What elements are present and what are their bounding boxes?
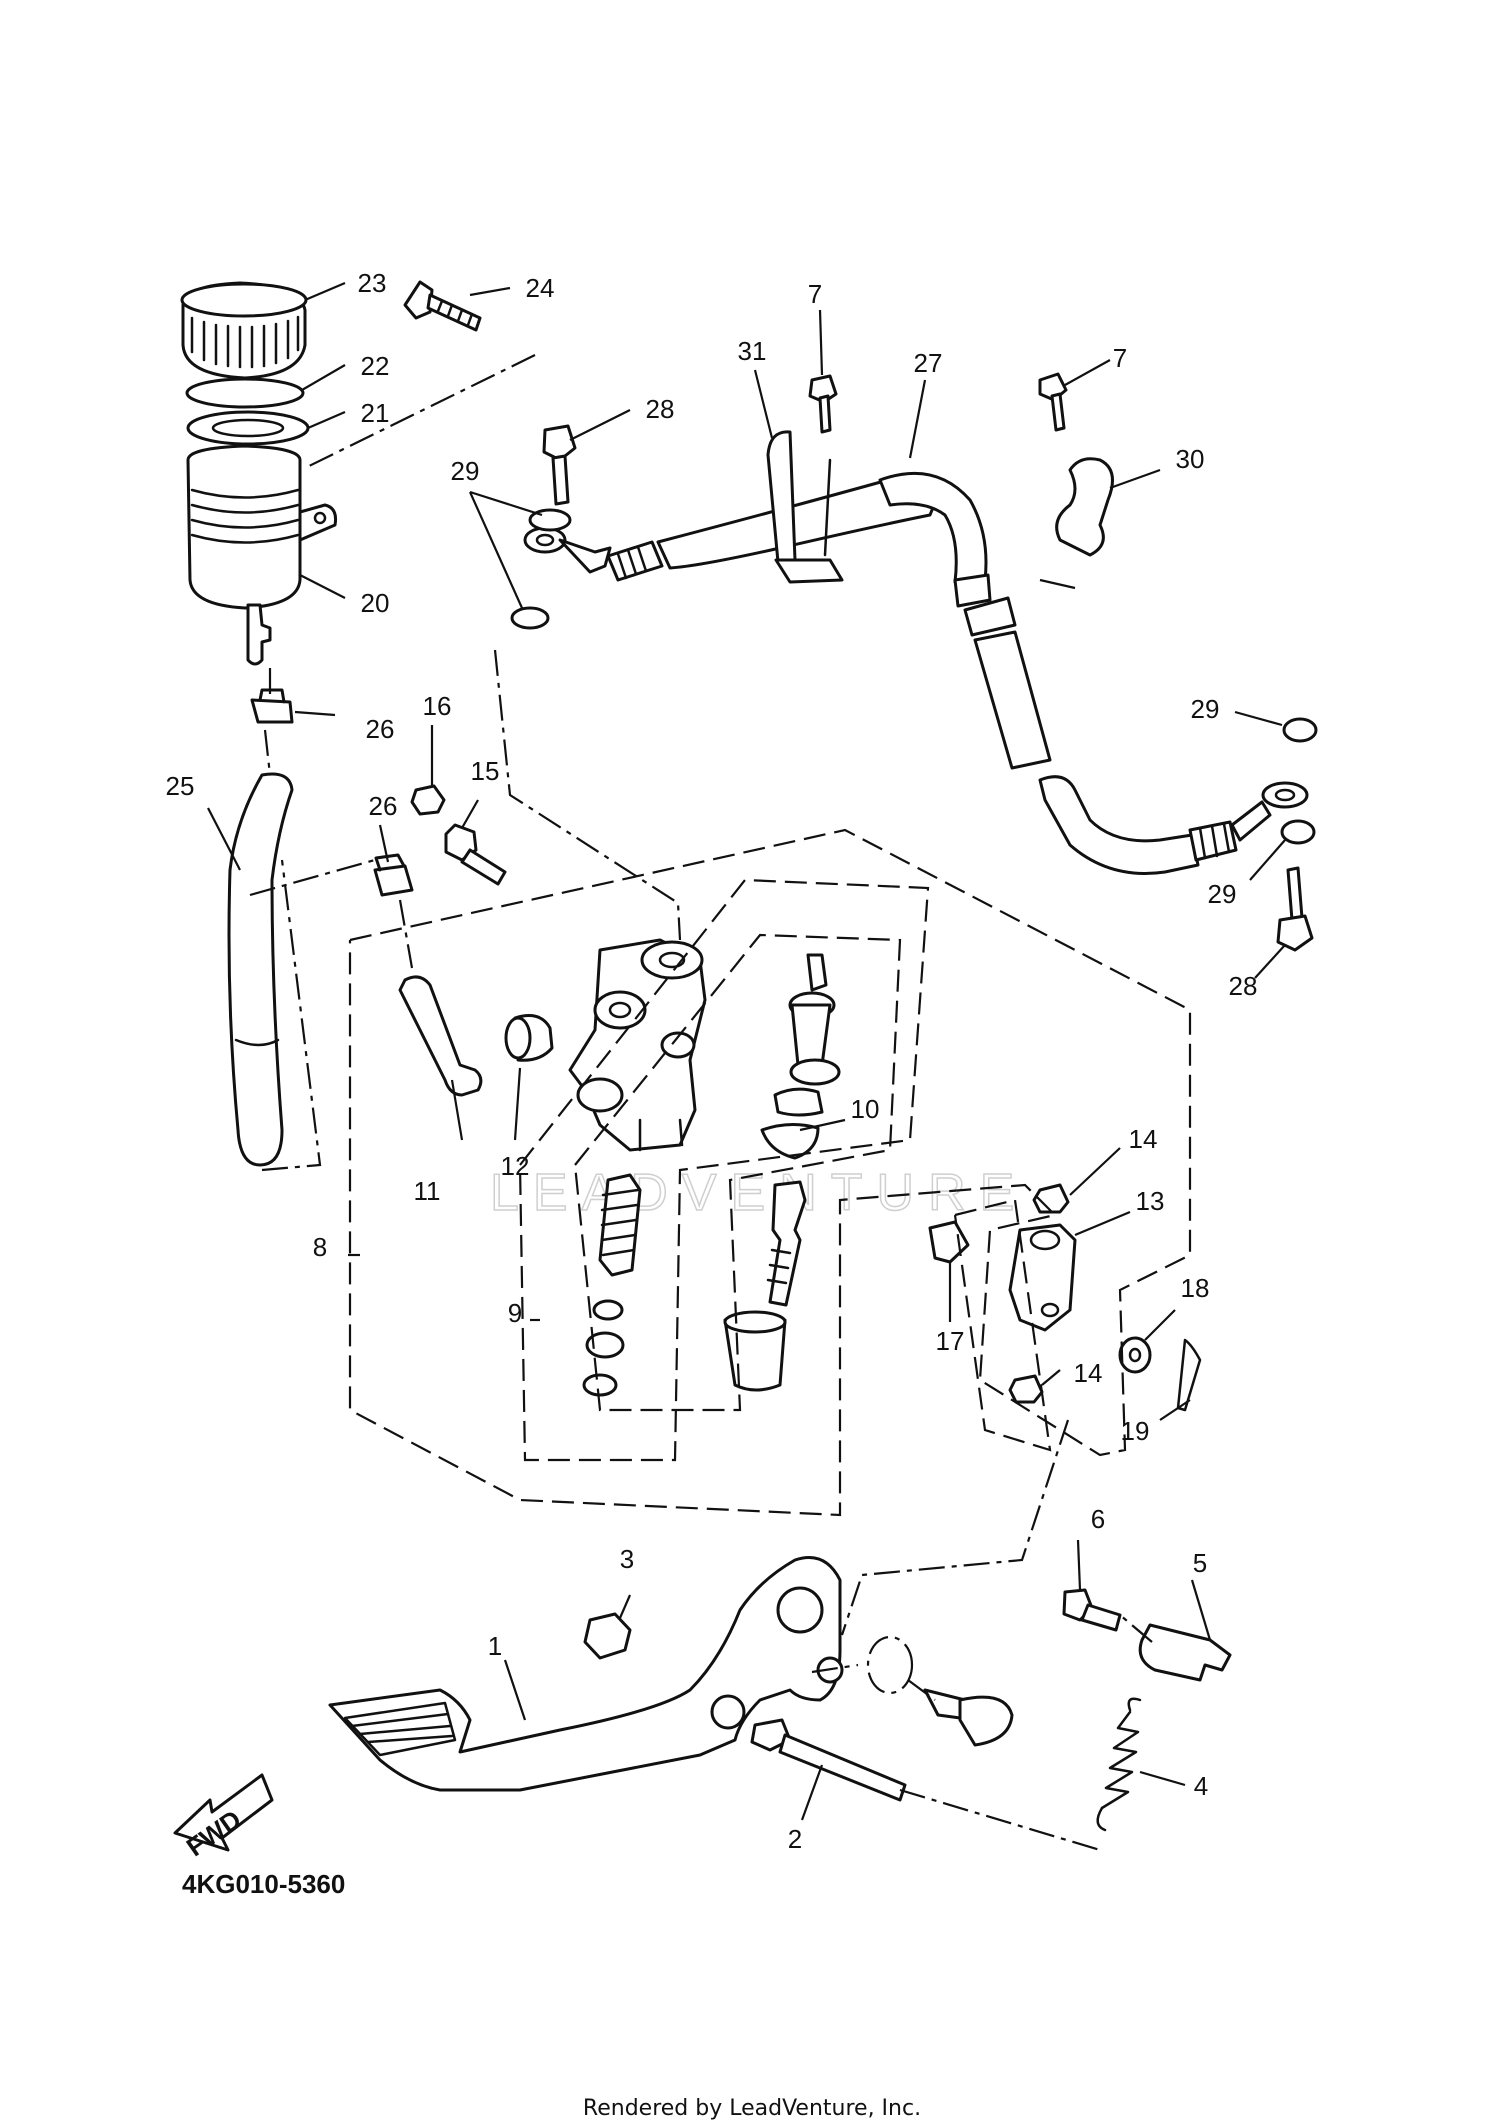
bolt-28-lower [1276, 866, 1314, 952]
washer-pivot [866, 1635, 914, 1695]
callout-23: 23 [358, 268, 387, 298]
reservoir-hose-25 [227, 772, 294, 1167]
reservoir-assembly [180, 281, 337, 666]
callout-12: 12 [501, 1151, 530, 1181]
brake-pedal-1 [328, 1556, 844, 1792]
callout-26b: 26 [369, 791, 398, 821]
bolt-2 [750, 1718, 907, 1802]
callout-14a: 14 [1129, 1124, 1158, 1154]
hose-clamp-26-top [250, 688, 294, 724]
washer-29-c [1282, 717, 1318, 743]
nut-16 [410, 784, 446, 816]
watermark-text: LEADVENTURE [490, 1164, 1028, 1222]
callout-24: 24 [526, 273, 555, 303]
bolt-6 [1062, 1588, 1122, 1632]
callout-17: 17 [936, 1326, 965, 1356]
callout-11: 11 [414, 1176, 441, 1206]
callout-28a: 28 [646, 394, 675, 424]
callout-22: 22 [361, 351, 390, 381]
bolt-24 [403, 280, 482, 332]
callout-labels: 1 2 3 4 5 6 7 7 8 9 10 11 12 13 14 14 15… [166, 268, 1258, 1854]
washer-29-b [510, 606, 550, 630]
callout-25: 25 [166, 771, 195, 801]
callout-3: 3 [620, 1544, 634, 1574]
callout-29a: 29 [451, 456, 480, 486]
callout-5: 5 [1193, 1548, 1207, 1578]
part-code: 4KG010-5360 [182, 1869, 345, 1899]
callout-10: 10 [851, 1094, 880, 1124]
pivot-bolt [923, 1688, 1014, 1747]
callout-16: 16 [423, 691, 452, 721]
callout-30: 30 [1176, 444, 1205, 474]
washer-29-d [1280, 819, 1316, 845]
callout-4: 4 [1194, 1771, 1208, 1801]
callout-8: 8 [313, 1232, 327, 1262]
callout-7a: 7 [808, 279, 822, 309]
callout-15: 15 [471, 756, 500, 786]
callout-28b: 28 [1229, 971, 1258, 1001]
callout-9: 9 [508, 1298, 522, 1328]
callout-13: 13 [1136, 1186, 1165, 1216]
clevis-assembly [928, 1183, 1202, 1412]
callout-6: 6 [1091, 1504, 1105, 1534]
bracket-31 [766, 430, 844, 584]
assembly-dash-lines [249, 354, 1192, 1852]
master-cylinder-body [568, 938, 707, 1152]
callout-19: 19 [1121, 1416, 1150, 1446]
callout-27: 27 [914, 348, 943, 378]
bolt-7-right [1038, 372, 1068, 432]
callout-21: 21 [361, 398, 390, 428]
hose-clamp-26-lower [373, 853, 414, 897]
callout-31: 31 [738, 336, 767, 366]
callout-2: 2 [788, 1824, 802, 1854]
nut-3 [583, 1612, 632, 1660]
callout-18: 18 [1181, 1273, 1210, 1303]
piston-kit-9 [582, 1173, 642, 1397]
hose-clamp-30 [1055, 457, 1114, 557]
leader-lines [207, 281, 1286, 1821]
push-rod-assembly [723, 953, 841, 1392]
bolt-15 [444, 823, 507, 886]
callout-26a: 26 [366, 714, 395, 744]
render-credit: Rendered by LeadVenture, Inc. [583, 2096, 921, 2121]
bracket-5 [1138, 1623, 1232, 1682]
callout-20: 20 [361, 588, 390, 618]
hose-11 [398, 975, 483, 1097]
forward-direction-arrow: FWD [173, 1773, 274, 1862]
brake-hose-27 [523, 471, 1309, 875]
callout-29b: 29 [1191, 694, 1220, 724]
bolt-28-top [542, 424, 577, 506]
callout-1: 1 [488, 1631, 502, 1661]
callout-29c: 29 [1208, 879, 1237, 909]
callout-14b: 14 [1074, 1358, 1103, 1388]
callout-7b: 7 [1113, 343, 1127, 373]
spring-4 [1096, 1697, 1142, 1832]
bolt-7-left [808, 374, 838, 434]
